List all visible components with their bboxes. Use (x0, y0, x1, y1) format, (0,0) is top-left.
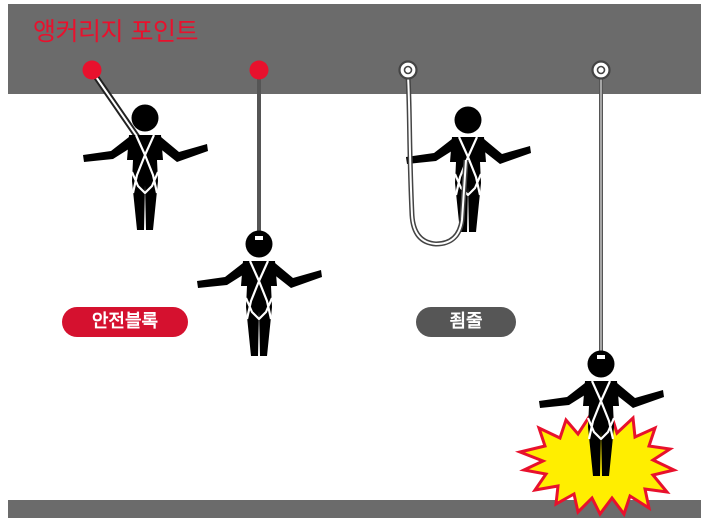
ceiling-band (8, 4, 701, 94)
anchorage-point-title: 앵커리지 포인트 (33, 17, 198, 46)
anchor-point-red-icon (249, 60, 269, 80)
floor-band (8, 500, 701, 518)
anchor-point-red-icon (82, 60, 102, 80)
worker-figure-1 (81, 69, 210, 232)
lanyard-label: 죔줄 (416, 307, 516, 337)
worker-figure-4 (537, 75, 666, 478)
safety-block-label: 안전블록 (62, 307, 188, 337)
worker-figure-3 (404, 75, 533, 247)
anchor-ring-icon (398, 60, 418, 80)
worker-figure-2 (195, 75, 324, 358)
anchor-ring-icon (591, 60, 611, 80)
